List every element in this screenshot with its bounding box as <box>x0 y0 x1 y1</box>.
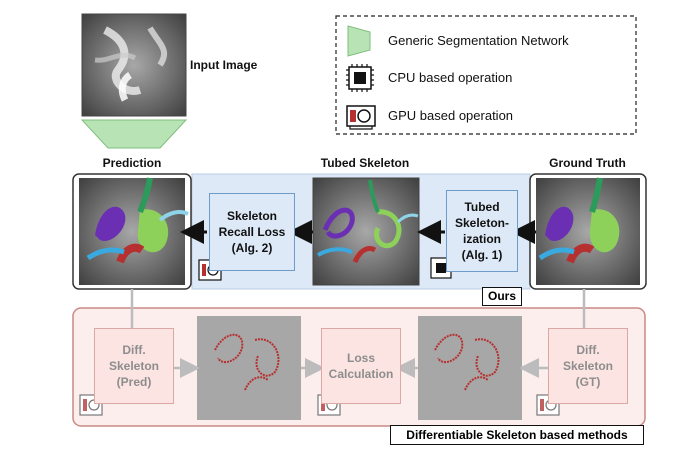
skeleton-recall-loss-line1: Skeleton <box>226 209 277 223</box>
diff-skeleton-pred-line3: (Pred) <box>116 375 152 389</box>
loss-calculation-line1: Loss <box>346 351 375 365</box>
diff-skeleton-pred-box: Diff. Skeleton (Pred) <box>94 328 174 404</box>
baseline-tag: Differentiable Skeleton based methods <box>390 425 644 445</box>
ground-truth-image <box>529 173 647 290</box>
diff-skeleton-pred-line1: Diff. <box>122 343 146 357</box>
diff-skeleton-gt-line1: Diff. <box>576 343 600 357</box>
loss-calculation-box: Loss Calculation <box>321 328 401 404</box>
tubed-skeletonization-line3: ization <box>463 232 501 246</box>
trapezoid-network-icon <box>347 25 371 57</box>
diff-skeleton-gt-box: Diff. Skeleton (GT) <box>548 328 628 404</box>
diff-skeleton-gt-line3: (GT) <box>575 375 601 389</box>
segmentation-network-trapezoid <box>80 119 188 149</box>
input-image <box>81 13 187 117</box>
legend-network-label: Generic Segmentation Network <box>388 33 569 48</box>
input-image-label: Input Image <box>190 58 258 72</box>
gpu-card-icon <box>346 105 376 130</box>
diff-skeleton-pred-line2: Skeleton <box>108 359 159 373</box>
baseline-skeleton-gt-image <box>418 316 522 420</box>
prediction-image <box>72 173 192 290</box>
legend-gpu-label: GPU based operation <box>388 108 514 123</box>
skeleton-recall-loss-box: Skeleton Recall Loss (Alg. 2) <box>209 193 295 271</box>
tubed-skeleton-label: Tubed Skeleton <box>320 156 410 170</box>
ground-truth-label: Ground Truth <box>549 156 626 170</box>
diff-skeleton-gt-line2: Skeleton <box>562 359 613 373</box>
loss-calculation-line2: Calculation <box>328 367 394 381</box>
tubed-skeletonization-line2: Skeleton- <box>454 216 509 230</box>
ours-tag: Ours <box>482 287 522 306</box>
tubed-skeletonization-line1: Tubed <box>464 200 500 214</box>
prediction-label: Prediction <box>102 156 162 170</box>
legend-cpu-label: CPU based operation <box>388 70 513 85</box>
baseline-skeleton-pred-image <box>197 316 301 420</box>
tubed-skeletonization-line4: (Alg. 1) <box>461 248 503 262</box>
skeleton-recall-loss-line3: (Alg. 2) <box>231 241 273 255</box>
skeleton-recall-loss-line2: Recall Loss <box>218 225 286 239</box>
tubed-skeleton-image <box>312 177 420 286</box>
cpu-chip-icon <box>346 64 374 92</box>
legend-box <box>335 15 637 135</box>
tubed-skeletonization-box: Tubed Skeleton- ization (Alg. 1) <box>446 190 518 272</box>
